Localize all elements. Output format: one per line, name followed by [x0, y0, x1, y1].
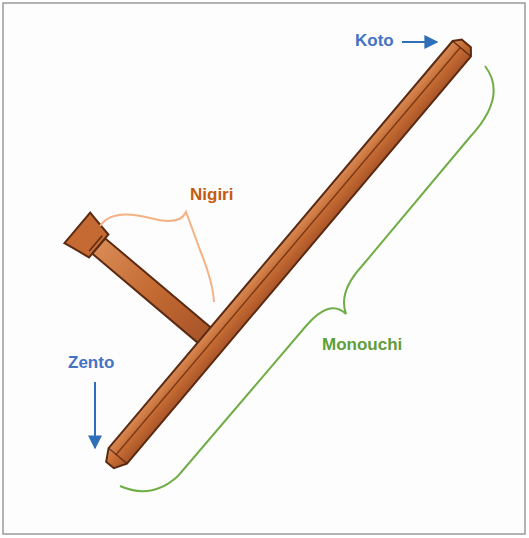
part-label: Koto	[355, 32, 394, 51]
part-label: Nigiri	[190, 186, 233, 205]
pointer-arrow	[402, 41, 437, 43]
shaft	[101, 36, 476, 473]
bracket	[100, 212, 214, 302]
tonfa	[0, 0, 475, 473]
part-label: Monouchi	[322, 336, 402, 355]
frame	[3, 3, 525, 534]
part-label: Zento	[68, 354, 114, 373]
pointer-arrow	[94, 382, 96, 448]
shaft-ridge	[116, 47, 460, 454]
handle	[92, 238, 212, 344]
brace	[120, 66, 494, 491]
